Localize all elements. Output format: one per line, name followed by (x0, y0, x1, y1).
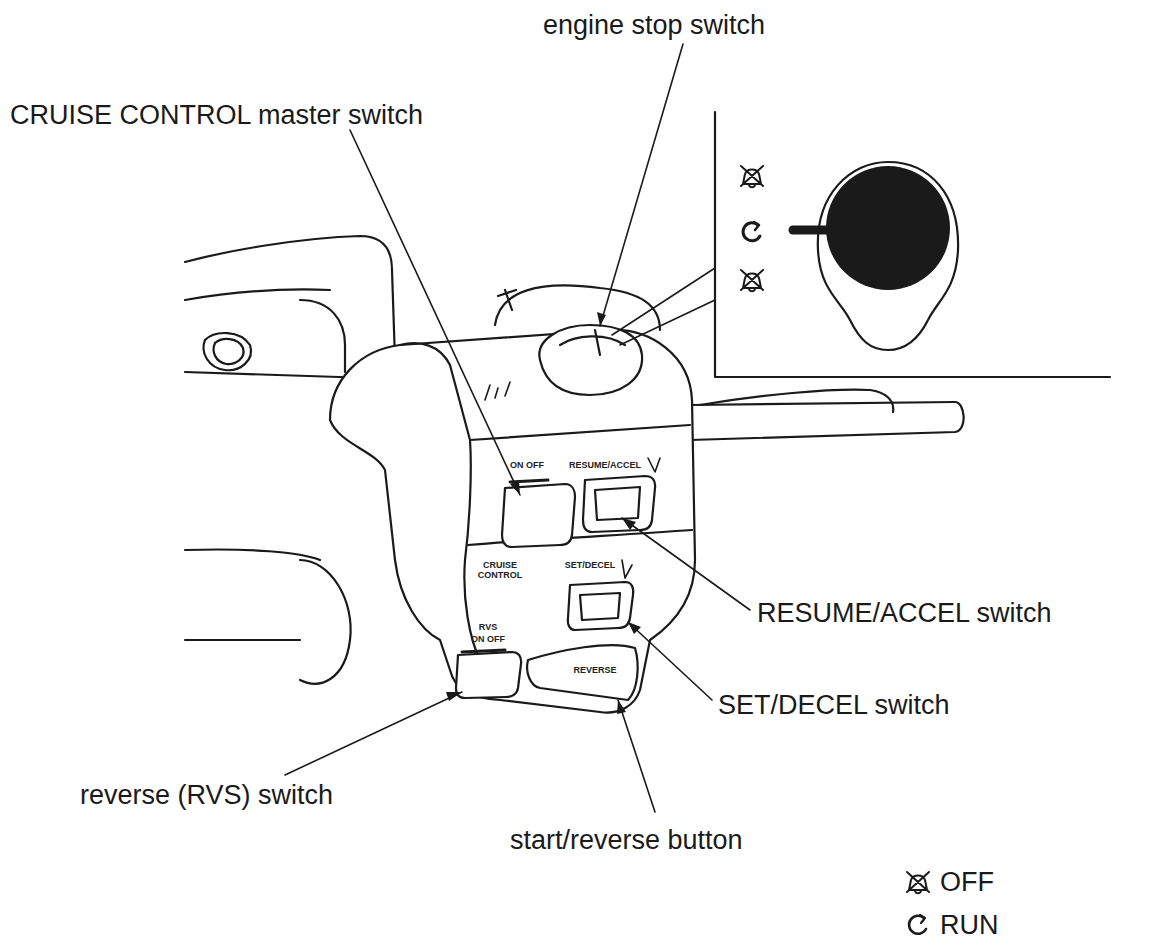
switch-marking: ON OFF (466, 634, 510, 644)
grip-detail (214, 339, 244, 364)
callout-label: reverse (RVS) switch (80, 780, 333, 810)
cable-loop (495, 285, 660, 330)
legend-off-symbol (907, 872, 929, 893)
switch-marking: SET/DECEL (560, 560, 620, 570)
resume-accel-button (583, 476, 655, 532)
arrow-mark (622, 560, 632, 578)
leader-line (350, 130, 520, 495)
leader-line (618, 700, 655, 812)
leader-line (285, 692, 462, 775)
start-reverse-button (527, 645, 637, 700)
arrow-mark (648, 458, 660, 472)
lever-pivot (300, 560, 351, 684)
legend-run-symbol (909, 915, 926, 934)
callout-label: start/reverse button (510, 825, 743, 855)
set-decel-button (568, 582, 633, 630)
cruise-master-button (502, 484, 575, 547)
mirror-stem (700, 390, 893, 412)
callout-label: engine stop switch (543, 10, 765, 40)
rvs-button (456, 652, 521, 698)
callout-label: SET/DECEL switch (718, 690, 950, 720)
switch-marking: REVERSE (565, 665, 625, 675)
inset-knob-body (818, 162, 958, 350)
switch-marking: RVS (468, 622, 508, 632)
switch-marking: CRUISE CONTROL (470, 560, 530, 580)
legend-text: RUN (940, 910, 999, 940)
housing-marks (485, 382, 510, 400)
button-detail (580, 593, 620, 620)
lever (185, 549, 320, 640)
handlebar-tube (690, 402, 964, 440)
housing-seam (470, 425, 690, 440)
leader-line (622, 518, 750, 610)
housing-seam (400, 343, 480, 660)
inset-knob-top (826, 166, 950, 290)
inset-knob-pointer (793, 226, 828, 235)
switch-marking: ON OFF (505, 460, 549, 470)
callout-label: CRUISE CONTROL master switch (10, 100, 423, 130)
cable-tie (498, 290, 516, 310)
run-symbol (743, 222, 760, 241)
switch-marking: RESUME/ACCEL (565, 460, 645, 470)
callout-label: RESUME/ACCEL switch (757, 598, 1052, 628)
button-detail (510, 480, 548, 482)
engine-stop-knob (539, 325, 642, 395)
legend-text: OFF (940, 867, 994, 897)
leader-line (600, 44, 683, 326)
button-detail (462, 650, 505, 652)
button-detail (595, 487, 640, 520)
off-symbol (741, 270, 763, 291)
leader-head (446, 312, 641, 714)
handlebar-grip (185, 236, 395, 378)
switch-housing (330, 330, 695, 713)
inset-frame (715, 112, 1110, 377)
inset-pointer (612, 268, 715, 345)
grip-detail (204, 333, 251, 370)
grip-detail (185, 289, 345, 372)
leader-line (628, 622, 712, 700)
off-symbol (741, 166, 763, 187)
